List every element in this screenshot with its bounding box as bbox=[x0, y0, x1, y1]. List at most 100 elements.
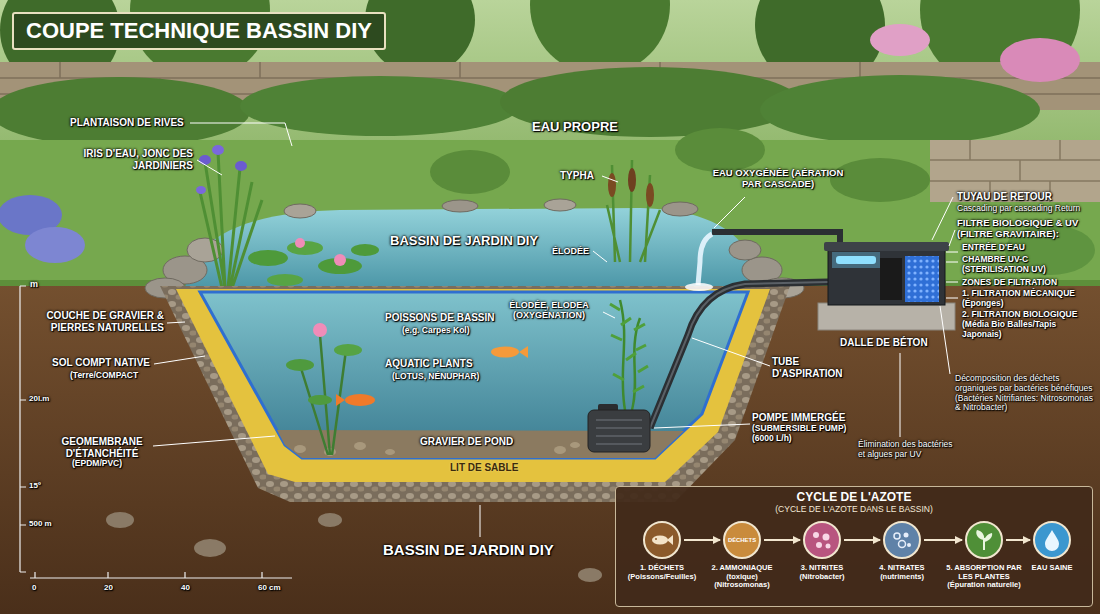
cycle-step-circle: DÉCHETS2. AMMONIAQUE (toxique) (Nitrosom… bbox=[723, 521, 761, 559]
callout-label: POMPE IMMERGÉE bbox=[752, 412, 845, 424]
callout-label: IRIS D'EAU, JONC DES JARDINIERS bbox=[78, 148, 193, 171]
garden-background bbox=[675, 128, 765, 172]
garden-background bbox=[830, 158, 930, 202]
cycle-step-icon bbox=[655, 538, 657, 540]
callout-label: GRAVIER DE POND bbox=[420, 436, 513, 448]
step-label: EAU SAINE bbox=[1014, 564, 1090, 573]
garden-background bbox=[930, 140, 1100, 202]
cycle-step-icon bbox=[652, 536, 668, 545]
garden-background bbox=[0, 0, 1100, 292]
callout-label: (SUBMERSIBLE PUMP) bbox=[752, 424, 846, 434]
cycle-step-icon bbox=[823, 534, 830, 541]
step-label: 1. DÉCHETS (Poissons/Feuilles) bbox=[624, 564, 700, 581]
cycle-step-circle: EAU SAINE bbox=[1033, 521, 1071, 559]
cycle-step-circle: 3. NITRITES (Nitrobacter) bbox=[803, 521, 841, 559]
iris-plant bbox=[212, 145, 224, 155]
step-label: 2. AMMONIAQUE (toxique) (Nitrosomonas) bbox=[704, 564, 780, 590]
bio-uv-filter bbox=[824, 242, 949, 251]
leader-lines bbox=[692, 338, 770, 366]
callout-label: BASSIN DE JARDIN DIY bbox=[390, 234, 538, 249]
leader-lines bbox=[602, 176, 618, 182]
callout-label: 1. FILTRATION MÉCANIQUE (Éponges) bbox=[962, 289, 1094, 309]
pipes bbox=[650, 282, 828, 428]
leader-lines bbox=[153, 123, 958, 537]
panel-heading: CYCLE DE L'AZOTE bbox=[616, 490, 1092, 504]
elodea-plant bbox=[610, 300, 648, 410]
cycle-step-icon bbox=[805, 523, 839, 557]
pond-surface bbox=[185, 208, 760, 290]
callout-label: SOL COMPT NATIVE bbox=[52, 357, 150, 369]
pipes bbox=[685, 283, 713, 291]
bio-uv-filter bbox=[880, 258, 902, 300]
pond-section bbox=[294, 445, 306, 453]
cycle-step-icon bbox=[1045, 530, 1059, 551]
leader-lines bbox=[654, 424, 750, 428]
leader-lines bbox=[480, 505, 481, 537]
callout-label: GEOMEMBRANE D'ÉTANCHÉITÉ bbox=[52, 436, 152, 459]
pond-surface bbox=[442, 200, 478, 212]
pond-surface bbox=[544, 199, 576, 211]
lotus-plant bbox=[286, 359, 314, 371]
flow-arrow bbox=[764, 539, 800, 541]
cycle-step-circle: 5. ABSORPTION PAR LES PLANTES (Épuration… bbox=[965, 521, 1003, 559]
pond-surface bbox=[295, 238, 305, 248]
callout-label: DALLE DE BÉTON bbox=[840, 337, 928, 349]
scale-label: 20 bbox=[104, 583, 113, 592]
leader-lines bbox=[900, 353, 901, 437]
callout-label: POISSONS DE BASSIN bbox=[385, 312, 494, 324]
scale-label: m bbox=[30, 279, 38, 289]
callout-label: EAU PROPRE bbox=[532, 120, 618, 135]
soil-ground bbox=[106, 512, 134, 528]
pond-section bbox=[176, 289, 770, 482]
callout-label: TUYAU DE RETOUR bbox=[957, 191, 1052, 203]
leader-lines bbox=[946, 282, 958, 283]
scale-label: 0 bbox=[32, 583, 36, 592]
cycle-step-icon bbox=[976, 530, 984, 540]
title-banner: COUPE TECHNIQUE BASSIN DIY bbox=[12, 12, 386, 50]
callout-label: LIT DE SABLE bbox=[450, 462, 518, 474]
soil-ground bbox=[194, 539, 226, 557]
callout-label: Décomposition des déchets organiques par… bbox=[955, 374, 1095, 413]
cycle-step-icon bbox=[645, 523, 679, 557]
scale-label: 40 bbox=[181, 583, 190, 592]
bio-uv-filter bbox=[905, 256, 939, 302]
koi-fish bbox=[336, 346, 528, 406]
cycle-step-icon bbox=[813, 532, 819, 538]
callout-label: TYPHA bbox=[560, 170, 594, 182]
callout-label: EAU OXYGÉNÉE (AÉRATION PAR CASCADE) bbox=[712, 168, 844, 190]
submersible-pump bbox=[588, 404, 650, 452]
koi-fish bbox=[345, 394, 375, 406]
leader-lines bbox=[190, 123, 292, 146]
lotus-plant bbox=[334, 344, 362, 356]
leader-lines bbox=[932, 197, 953, 240]
scale-label: 60 cm bbox=[258, 583, 281, 592]
pond-section bbox=[385, 449, 395, 455]
callout-label: 2. FILTRATION BIOLOGIQUE (Média Bio Ball… bbox=[962, 310, 1094, 339]
callout-label: CHAMBRE UV-C (STERILISATION UV) bbox=[962, 255, 1094, 275]
pond-surface bbox=[284, 204, 316, 218]
callout-label: (LOTUS, NÉNUPHAR) bbox=[392, 372, 479, 382]
cycle-step-icon bbox=[967, 523, 1001, 557]
step-label: 4. NITRATES (nutriments) bbox=[864, 564, 940, 581]
iris-plant bbox=[235, 161, 247, 171]
callout-label: Élimination des bactéries et algues par … bbox=[858, 440, 953, 460]
leader-lines bbox=[946, 252, 958, 253]
cycle-step-circle: 1. DÉCHETS (Poissons/Feuilles) bbox=[643, 521, 681, 559]
pipes bbox=[698, 234, 712, 285]
pond-section bbox=[200, 292, 748, 458]
leader-lines bbox=[940, 306, 950, 374]
flow-arrow bbox=[1006, 539, 1030, 541]
callout-label: Cascading par cascading Return bbox=[957, 204, 1095, 214]
pond-surface bbox=[248, 250, 288, 266]
garden-background bbox=[760, 75, 1040, 145]
callout-label: (Terre/COMPACT bbox=[70, 371, 138, 381]
pond-section bbox=[570, 442, 580, 448]
bio-uv-filter bbox=[828, 248, 945, 305]
typha-plant bbox=[628, 168, 636, 192]
step-label: 5. ABSORPTION PAR LES PLANTES (Épuration… bbox=[946, 564, 1022, 590]
callout-label: ZONES DE FILTRATION bbox=[962, 278, 1057, 288]
pond-surface bbox=[287, 241, 323, 255]
callout-label: ÉLODÉE, ELODEA (OXYGÉNATION) bbox=[495, 300, 603, 321]
pond-surface bbox=[145, 199, 804, 298]
